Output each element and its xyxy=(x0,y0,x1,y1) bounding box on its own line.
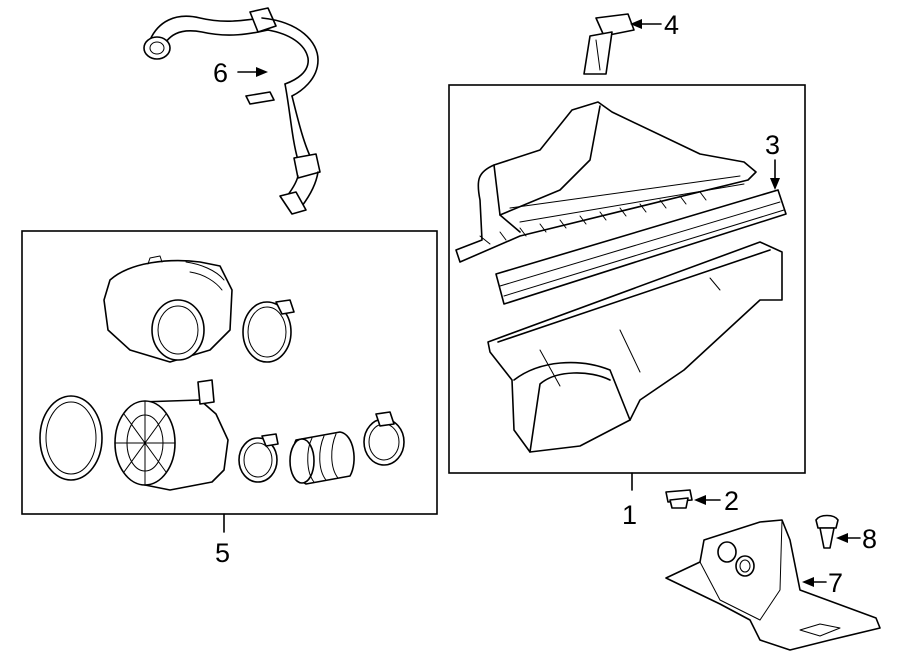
coupler-hose xyxy=(289,431,355,485)
clamp-small xyxy=(238,433,279,483)
clamp-upper xyxy=(242,299,295,363)
assembly-box-part-5 xyxy=(21,230,438,515)
callout-labels: 1 2 3 4 5 6 7 8 xyxy=(213,10,877,598)
callout-4: 4 xyxy=(664,10,679,40)
callout-5: 5 xyxy=(215,538,230,568)
callout-7: 7 xyxy=(828,568,843,598)
callout-6: 6 xyxy=(213,58,228,88)
callout-2: 2 xyxy=(724,486,739,516)
callout-1: 1 xyxy=(622,500,637,530)
air-cleaner-upper-housing xyxy=(455,101,757,263)
seal-ring-large xyxy=(39,395,103,481)
filter-element-part-3 xyxy=(495,189,787,305)
breather-hose-part-6 xyxy=(143,7,321,215)
clamp-right xyxy=(363,411,405,466)
sensor-part-4 xyxy=(583,13,635,75)
callout-3: 3 xyxy=(765,130,780,160)
assembly-box-part-1 xyxy=(448,84,806,474)
duct-elbow-upper xyxy=(103,255,233,363)
grommet-part-2 xyxy=(665,489,693,509)
deflector-part-7 xyxy=(665,519,881,651)
callout-8: 8 xyxy=(862,524,877,554)
air-cleaner-lower-housing xyxy=(487,241,783,453)
push-pin-part-8 xyxy=(815,514,839,549)
resonator-housing xyxy=(114,379,229,491)
leader-lines xyxy=(223,19,861,587)
